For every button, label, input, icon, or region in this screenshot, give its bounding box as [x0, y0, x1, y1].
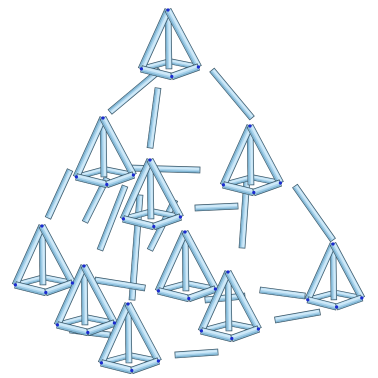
node-point[interactable] [86, 331, 89, 334]
node-point[interactable] [248, 124, 251, 127]
node-point[interactable] [75, 175, 78, 178]
node-point[interactable] [197, 65, 200, 68]
beam-connector[interactable] [175, 349, 218, 358]
beam-connector[interactable] [195, 203, 238, 211]
node-point[interactable] [170, 75, 173, 78]
beam-connector[interactable] [147, 88, 161, 149]
node-point[interactable] [226, 270, 229, 273]
beam-connector[interactable] [95, 277, 146, 291]
beam-connector[interactable] [293, 184, 336, 241]
node-point[interactable] [200, 329, 203, 332]
beam-connector[interactable] [45, 169, 72, 219]
node-point[interactable] [183, 230, 186, 233]
node-point[interactable] [222, 183, 225, 186]
node-point[interactable] [252, 191, 255, 194]
node-point[interactable] [179, 215, 182, 218]
node-point[interactable] [71, 281, 74, 284]
beams-layer [12, 8, 364, 373]
node-point[interactable] [257, 327, 260, 330]
node-point[interactable] [126, 302, 129, 305]
node-point[interactable] [101, 116, 104, 119]
beam-connector[interactable] [130, 165, 200, 173]
node-point[interactable] [113, 321, 116, 324]
node-point[interactable] [157, 359, 160, 362]
node-point[interactable] [279, 181, 282, 184]
node-point[interactable] [122, 217, 125, 220]
node-point[interactable] [132, 173, 135, 176]
node-point[interactable] [187, 297, 190, 300]
beam-connector[interactable] [260, 287, 306, 299]
node-point[interactable] [331, 242, 334, 245]
node-point[interactable] [306, 298, 309, 301]
node-point[interactable] [230, 337, 233, 340]
node-point[interactable] [130, 369, 133, 372]
node-point[interactable] [335, 305, 338, 308]
node-point[interactable] [214, 287, 217, 290]
node-point[interactable] [152, 225, 155, 228]
node-point[interactable] [148, 158, 151, 161]
node-point[interactable] [44, 291, 47, 294]
beam-connector[interactable] [274, 309, 320, 323]
node-point[interactable] [56, 323, 59, 326]
node-point[interactable] [40, 224, 43, 227]
node-point[interactable] [82, 264, 85, 267]
node-point[interactable] [100, 361, 103, 364]
node-point[interactable] [166, 8, 169, 11]
node-point[interactable] [157, 289, 160, 292]
beam-connector[interactable] [210, 68, 255, 120]
node-point[interactable] [14, 283, 17, 286]
node-point[interactable] [105, 183, 108, 186]
node-point[interactable] [360, 296, 363, 299]
node-point[interactable] [140, 67, 143, 70]
